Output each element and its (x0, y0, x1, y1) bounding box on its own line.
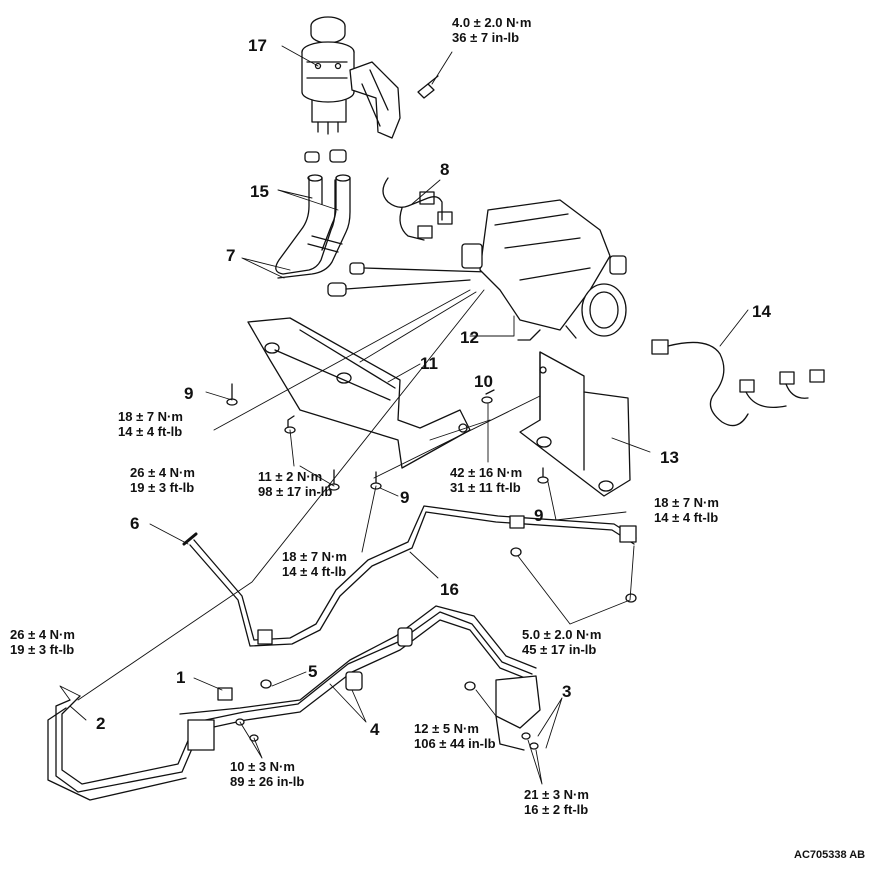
callout-5: 5 (308, 662, 318, 681)
bracket-11 (247, 317, 471, 469)
callout-1: 1 (176, 668, 186, 687)
callout-4: 4 (370, 720, 380, 739)
callout-9b: 9 (400, 488, 410, 507)
callout-9a: 9 (184, 384, 194, 403)
harness-8 (382, 177, 453, 241)
callout-15: 15 (250, 182, 269, 201)
pipes-lower (47, 605, 541, 801)
callout-10: 10 (474, 372, 493, 391)
callout-17: 17 (248, 36, 267, 55)
callout-6: 6 (130, 514, 140, 533)
lower-bolts (235, 679, 539, 750)
pipe-16 (182, 505, 637, 647)
callout-9c: 9 (534, 506, 544, 525)
callout-14: 14 (752, 302, 771, 321)
callout-12: 12 (460, 328, 479, 347)
callout-2: 2 (96, 714, 106, 733)
figure-code: AC705338 AB (794, 849, 866, 861)
callout-3: 3 (562, 682, 572, 701)
callout-13: 13 (660, 448, 679, 467)
harness-14 (651, 339, 825, 427)
clamps-7 (327, 262, 489, 297)
callout-16: 16 (440, 580, 459, 599)
callout-7: 7 (226, 246, 236, 265)
reservoir-17 (301, 16, 439, 139)
pump-12 (461, 199, 627, 341)
callout-8: 8 (440, 160, 450, 179)
bracket-13 (519, 351, 631, 497)
leader-lines (59, 45, 749, 785)
callout-11: 11 (420, 354, 438, 373)
hoses-15 (275, 149, 351, 279)
